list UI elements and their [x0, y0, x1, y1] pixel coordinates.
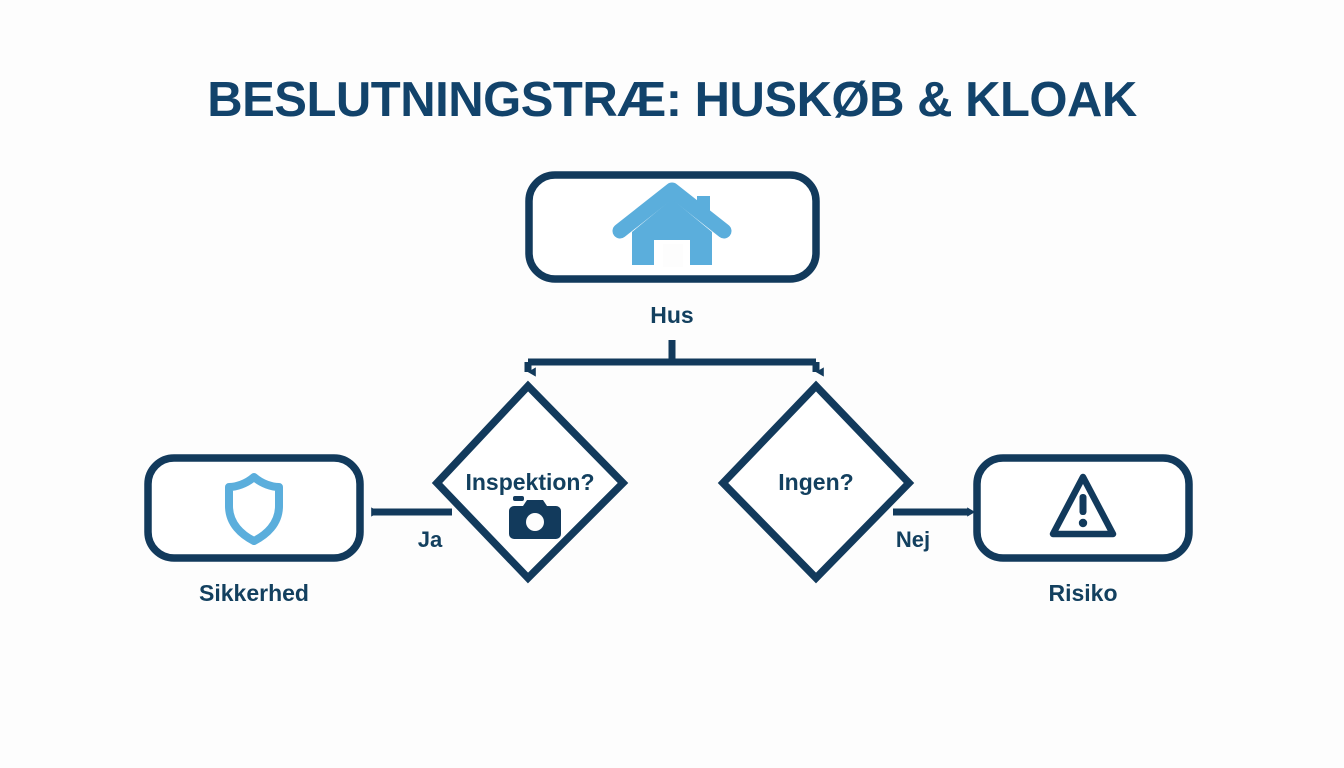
risiko-label: Risiko: [1048, 580, 1117, 606]
hus-label: Hus: [650, 302, 693, 328]
node-hus[interactable]: Hus: [525, 171, 820, 328]
edge-label-nej: Nej: [896, 527, 930, 552]
camera-icon: [509, 496, 561, 539]
edge-inspektion-sikkerhed: Ja: [371, 507, 452, 552]
house-icon: [612, 182, 732, 267]
node-risiko[interactable]: Risiko: [973, 454, 1193, 606]
inspektion-label: Inspektion?: [465, 469, 594, 495]
ingen-diamond[interactable]: [717, 380, 915, 584]
edge-hus-inspektion: [524, 340, 816, 377]
edge-label-ja: Ja: [418, 527, 443, 552]
edge-ingen-risiko: Nej: [893, 507, 976, 552]
node-inspektion[interactable]: Inspektion?: [431, 380, 629, 584]
ingen-label: Ingen?: [778, 469, 853, 495]
node-sikkerhed[interactable]: Sikkerhed: [144, 454, 364, 606]
shield-icon: [225, 473, 283, 545]
page-title: BESLUTNINGSTRÆ: HUSKØB & KLOAK: [207, 73, 1137, 127]
inspektion-diamond[interactable]: [431, 380, 629, 584]
sikkerhed-label: Sikkerhed: [199, 580, 309, 606]
node-ingen[interactable]: Ingen?: [717, 380, 915, 584]
sikkerhed-box[interactable]: [144, 454, 364, 562]
warning-triangle-icon: [1049, 473, 1117, 538]
